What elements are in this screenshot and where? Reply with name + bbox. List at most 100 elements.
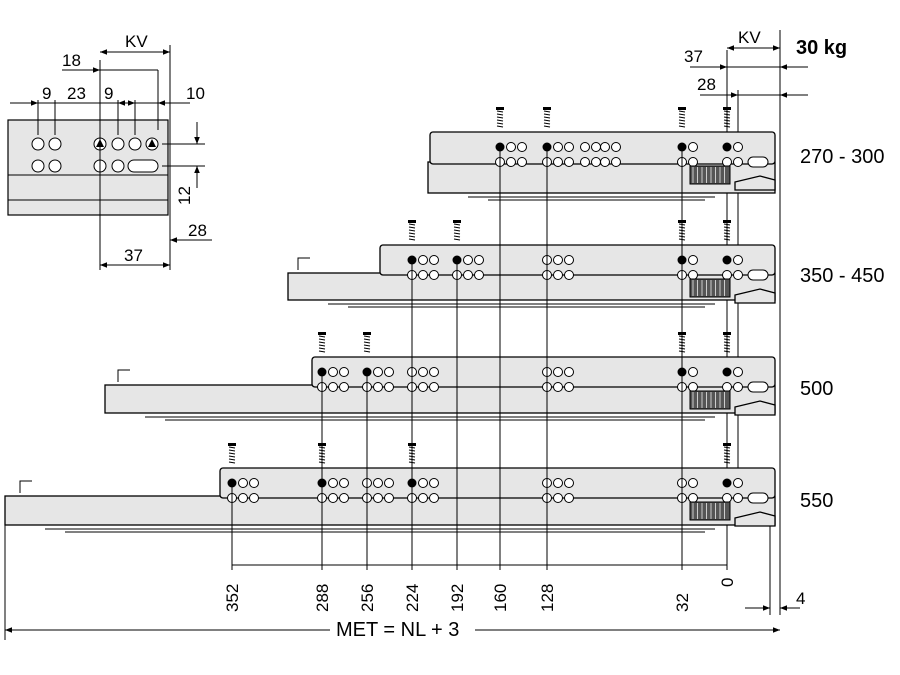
screw-thread (453, 238, 461, 241)
runner-4 (4, 443, 776, 533)
screw-thread (228, 455, 236, 458)
screw-thread (228, 458, 236, 461)
screw-thread (723, 229, 731, 232)
screw-thread (723, 458, 731, 461)
screw-thread (363, 338, 371, 341)
mount-hole (429, 493, 439, 503)
screw-thread (496, 110, 504, 113)
screw-thread (678, 116, 686, 119)
mount-hole (339, 382, 349, 392)
screw-thread (318, 335, 326, 338)
length-label-4: 550 (800, 490, 833, 512)
mount-hole (474, 255, 484, 265)
mount-hole (429, 255, 439, 265)
mount-slot (747, 156, 769, 168)
mount-hole (688, 157, 698, 167)
mount-hole (733, 142, 743, 152)
screw-thread (723, 446, 731, 449)
mount-hole (688, 142, 698, 152)
screw-thread (496, 113, 504, 116)
screw-thread (496, 119, 504, 122)
mount-hole (564, 493, 574, 503)
screw-head (723, 443, 731, 446)
mount-hole (600, 142, 610, 152)
mount-hole (733, 478, 743, 488)
mount-hole (328, 367, 338, 377)
mount-hole (418, 270, 428, 280)
screw-head (678, 107, 686, 110)
screw-thread (363, 344, 371, 347)
mount-hole (733, 382, 743, 392)
mount-hole (553, 142, 563, 152)
mount-hole (553, 382, 563, 392)
mount-hole (564, 382, 574, 392)
mount-hole (384, 478, 394, 488)
runner-rail (104, 384, 776, 414)
screw-thread (363, 350, 371, 353)
hole-spacing-label-0: 0 (718, 578, 737, 587)
screw-thread (723, 347, 731, 350)
hole-spacing-label-288: 288 (313, 584, 332, 612)
mount-hole (564, 142, 574, 152)
screw-thread (318, 338, 326, 341)
detail-dim-37: 37 (124, 246, 143, 265)
front-bracket (734, 511, 776, 527)
rail-hook (117, 369, 130, 382)
detail-dim-28: 28 (188, 221, 207, 240)
mount-hole (249, 493, 259, 503)
screw-thread (543, 119, 551, 122)
mount-hole (564, 255, 574, 265)
screw-thread (678, 110, 686, 113)
mount-hole (474, 270, 484, 280)
screw-thread (723, 226, 731, 229)
mount-hole (722, 142, 732, 152)
mount-hole (418, 478, 428, 488)
mount-hole (733, 270, 743, 280)
screw-thread (228, 461, 236, 464)
screw-thread (678, 119, 686, 122)
mount-hole (591, 142, 601, 152)
front-bracket (734, 288, 776, 304)
mount-hole (418, 367, 428, 377)
mount-hole (373, 478, 383, 488)
mount-hole (722, 270, 732, 280)
screw-thread (723, 125, 731, 128)
screw-thread (543, 116, 551, 119)
screw-thread (723, 335, 731, 338)
mount-hole (688, 367, 698, 377)
screw-thread (408, 235, 416, 238)
hole-spacing-label-352: 352 (223, 584, 242, 612)
screw-thread (723, 122, 731, 125)
mount-hole (580, 157, 590, 167)
mount-slot (747, 492, 769, 504)
screw-thread (723, 455, 731, 458)
screw-thread (408, 232, 416, 235)
hole-spacing-label-160: 160 (491, 584, 510, 612)
mount-hole (733, 367, 743, 377)
detail-dim-9b: 9 (104, 84, 113, 103)
mount-hole (328, 382, 338, 392)
mount-hole (722, 255, 732, 265)
mount-hole (238, 478, 248, 488)
detail-dim-18: 18 (62, 51, 81, 70)
rail-hook (297, 257, 310, 270)
screw-thread (318, 344, 326, 347)
detail-dim-10: 10 (186, 84, 205, 103)
mount-hole (564, 270, 574, 280)
mount-hole (517, 142, 527, 152)
runner-1 (427, 107, 776, 201)
screw-thread (543, 110, 551, 113)
mount-hole (564, 478, 574, 488)
screw-thread (228, 449, 236, 452)
length-labels: 270 - 300 350 - 450 500 550 (800, 146, 885, 512)
screw-thread (723, 461, 731, 464)
screw-thread (543, 113, 551, 116)
screw-thread (453, 226, 461, 229)
mount-hole (733, 493, 743, 503)
mount-hole (517, 157, 527, 167)
mount-hole (328, 478, 338, 488)
screw-thread (363, 341, 371, 344)
detail-dim-23: 23 (67, 84, 86, 103)
mount-hole (418, 255, 428, 265)
